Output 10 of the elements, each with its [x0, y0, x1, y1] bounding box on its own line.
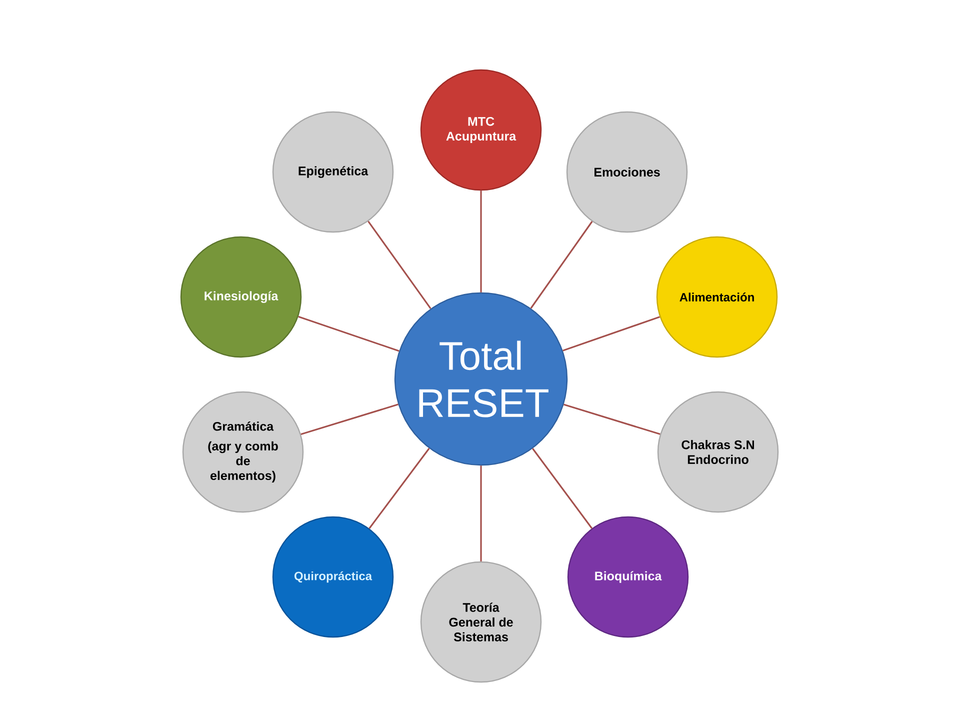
connector-line	[532, 448, 593, 529]
connector-line	[368, 448, 430, 529]
connector-line	[480, 190, 482, 292]
connector-line	[368, 220, 432, 310]
connector-line	[480, 466, 482, 562]
connector-line	[564, 404, 660, 435]
connector-line	[298, 316, 400, 352]
connector-line	[530, 221, 593, 309]
connector-line	[300, 404, 398, 435]
connector-line	[562, 316, 660, 352]
